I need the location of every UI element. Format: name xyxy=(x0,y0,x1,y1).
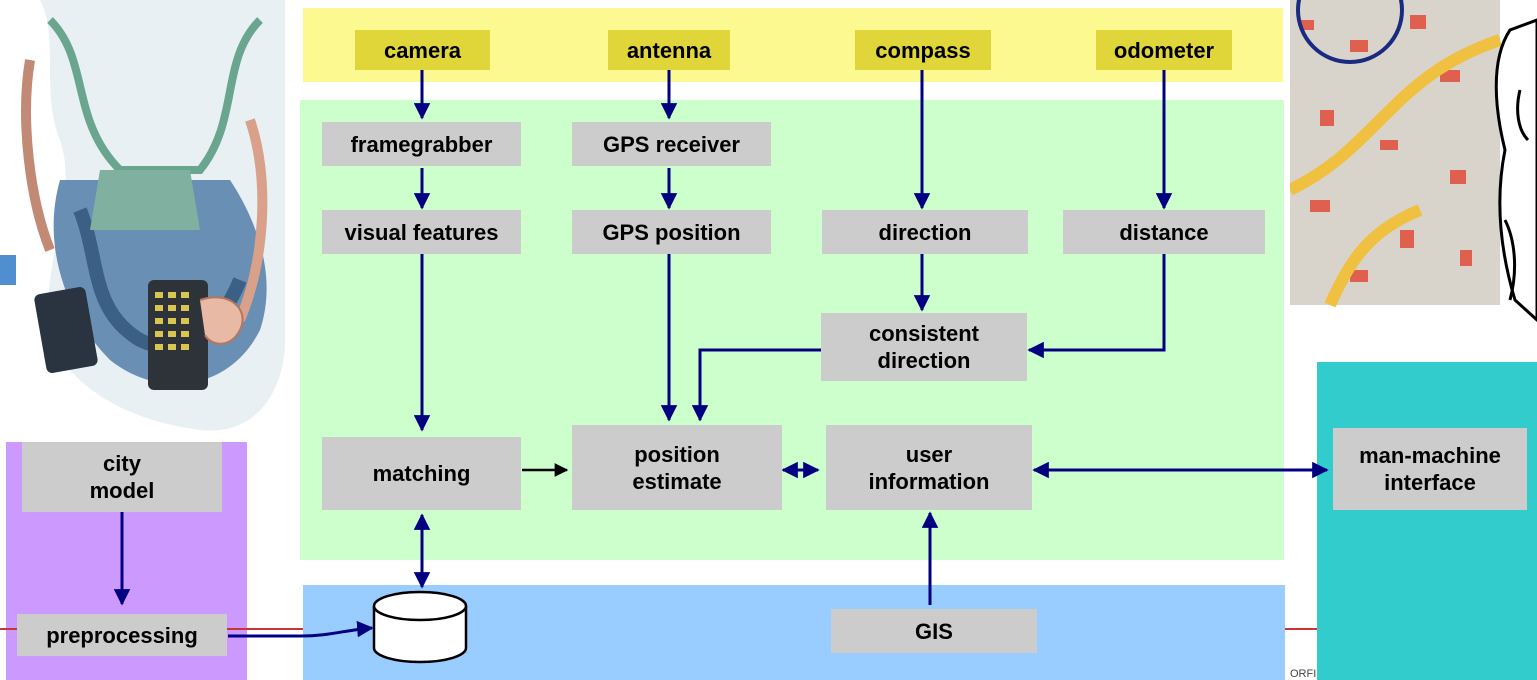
arrow-consistent-position xyxy=(691,348,821,422)
city-model-box: city model xyxy=(22,442,222,512)
antenna-sensor: antenna xyxy=(608,30,730,70)
direction-box: direction xyxy=(822,210,1028,254)
arrow-distance-consistent xyxy=(1027,253,1166,359)
preprocessing-box: preprocessing xyxy=(17,614,227,656)
consistent-direction-box: consistent direction xyxy=(821,313,1027,381)
footer-fragment: ORFI xyxy=(1290,668,1317,680)
odometer-sensor: odometer xyxy=(1096,30,1232,70)
database-icon xyxy=(372,590,468,664)
position-estimate-box: position estimate xyxy=(572,425,782,510)
framegrabber-box: framegrabber xyxy=(322,122,521,166)
visual-features-box: visual features xyxy=(322,210,521,254)
city-map-illustration xyxy=(1290,0,1537,350)
gis-box: GIS xyxy=(831,609,1037,653)
compass-sensor: compass xyxy=(855,30,991,70)
gps-position-box: GPS position xyxy=(572,210,771,254)
matching-box: matching xyxy=(322,437,521,510)
user-information-box: user information xyxy=(826,425,1032,510)
arrow-preprocessing-database xyxy=(228,620,374,638)
camera-sensor: camera xyxy=(355,30,490,70)
wearable-user-illustration xyxy=(0,0,290,442)
interface-region xyxy=(1317,362,1537,680)
gps-receiver-box: GPS receiver xyxy=(572,122,771,166)
footer-line-right xyxy=(1285,628,1317,630)
distance-box: distance xyxy=(1063,210,1265,254)
man-machine-interface-box: man-machine interface xyxy=(1333,428,1527,510)
